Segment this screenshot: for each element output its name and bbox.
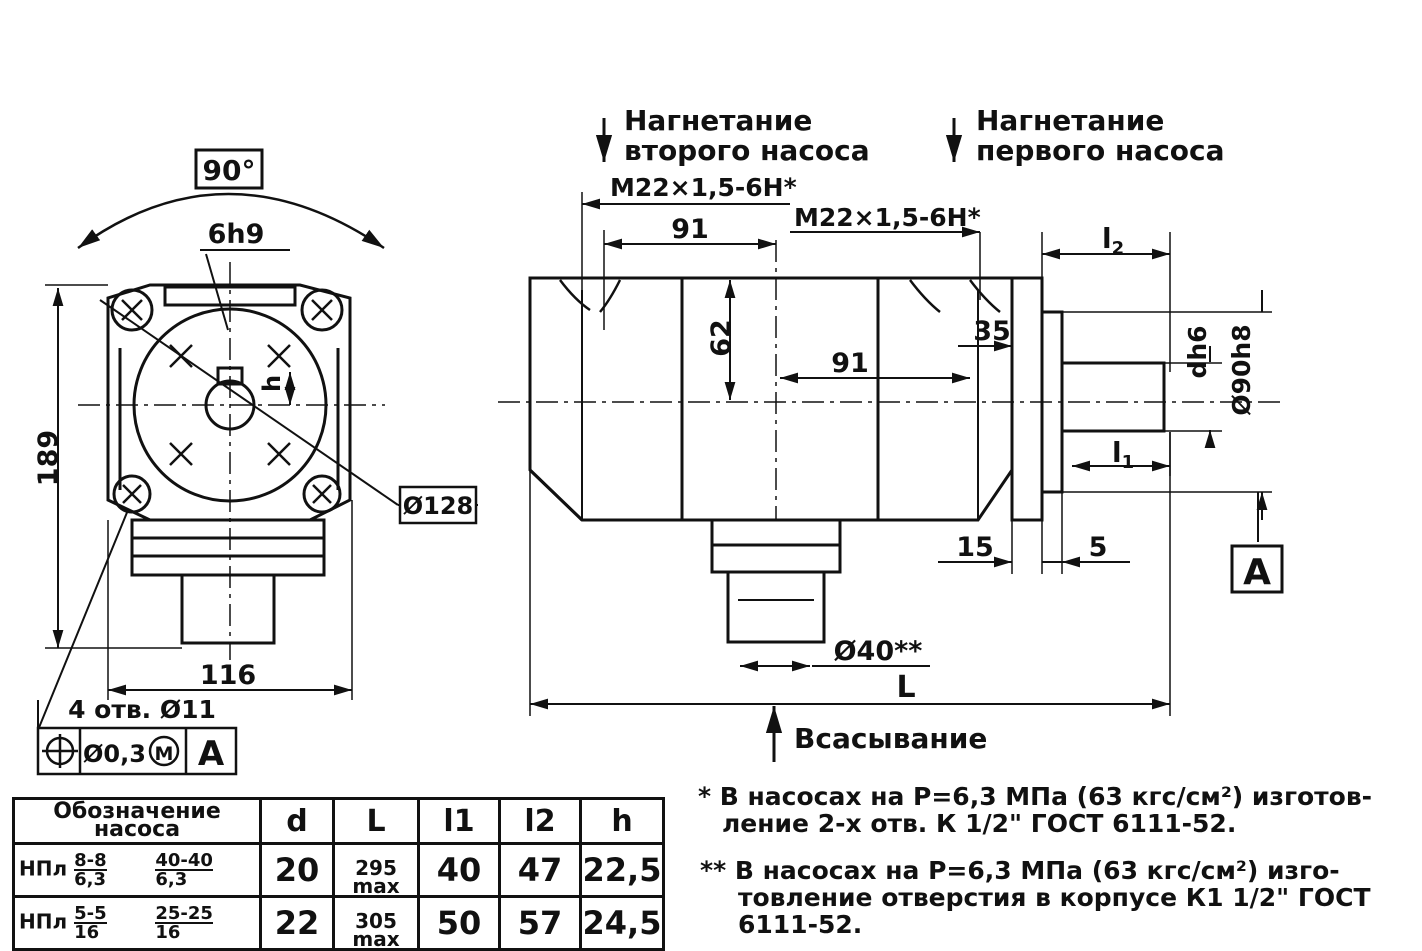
dim-d90: Ø90h8: [1227, 324, 1256, 415]
width-dimension: 116: [200, 660, 256, 691]
diameter-label: Ø128: [403, 492, 474, 520]
col-header-l2: l2: [498, 797, 582, 845]
holes-label: 4 отв. Ø11: [68, 695, 216, 724]
dim-62: 62: [706, 319, 737, 357]
suction-label: Всасывание: [794, 722, 987, 755]
cell-h: 22,5: [579, 842, 665, 898]
angle-label: 90°: [203, 154, 256, 187]
table-header-row: Обозначение насоса d L l1 l2 h: [12, 797, 665, 845]
cell-l2: 57: [498, 895, 582, 951]
pump-drawing: 90° 6h9 h 189 116 Ø128 4 отв. Ø11 Ø0,3 M…: [33, 104, 1284, 776]
dim-dh6: dh6: [1183, 325, 1212, 378]
thread-label-1: M22×1,5-6H*: [610, 173, 797, 202]
dim-l2: l2: [1102, 222, 1124, 259]
side-view-labels: Нагнетание второго насоса Нагнетание пер…: [610, 104, 1271, 755]
note-2: ** В насосах на Р=6,3 МПа (63 кгс/см²) и…: [700, 857, 1371, 938]
col-header-l1: l1: [417, 797, 501, 845]
cell-d: 22: [259, 895, 335, 951]
cell-l1: 40: [417, 842, 501, 898]
cell-l1: 50: [417, 895, 501, 951]
tolerance-modifier: M: [155, 743, 174, 765]
datum-a-label: A: [1243, 552, 1271, 593]
cell-h: 24,5: [579, 895, 665, 951]
outlet-first-label-2: первого насоса: [976, 134, 1225, 167]
note-1-line-1: * В насосах на Р=6,3 МПа (63 кгс/см²) из…: [698, 782, 1373, 811]
thread-label-2: M22×1,5-6H*: [794, 203, 981, 232]
key-height-label: h: [258, 375, 286, 392]
note-1-line-2: ление 2-х отв. К 1/2" ГОСТ 6111-52.: [722, 809, 1237, 838]
outlet-first-label-1: Нагнетание: [976, 104, 1164, 137]
dim-15: 15: [956, 532, 994, 563]
height-dimension: 189: [33, 430, 64, 486]
tolerance-datum: A: [198, 734, 225, 774]
cell-l2: 47: [498, 842, 582, 898]
outlet-second-label-1: Нагнетание: [624, 104, 812, 137]
dim-35: 35: [973, 316, 1011, 347]
dim-d40: Ø40**: [834, 636, 923, 667]
side-view: [498, 118, 1284, 762]
end-view: [36, 148, 478, 776]
dim-5: 5: [1089, 532, 1108, 563]
end-view-labels: 90° 6h9 h 189 116 Ø128 4 отв. Ø11 Ø0,3 M…: [33, 154, 473, 774]
dim-L: L: [896, 670, 915, 705]
note-1: * В насосах на Р=6,3 МПа (63 кгс/см²) из…: [698, 783, 1372, 837]
dim-91-mid: 91: [831, 348, 869, 379]
dim-91-top: 91: [671, 214, 709, 245]
outlet-second-label-2: второго насоса: [624, 134, 870, 167]
note-2-line-3: 6111-52.: [738, 910, 863, 939]
col-header-L: L: [332, 797, 420, 845]
tolerance-value: Ø0,3: [83, 740, 146, 768]
note-2-line-2: товление отверстия в корпусе К1 1/2" ГОС…: [738, 883, 1371, 912]
cell-d: 20: [259, 842, 335, 898]
col-header-designation: Обозначение насоса: [12, 797, 262, 845]
key-width-label: 6h9: [208, 219, 265, 250]
dim-l1: l1: [1112, 436, 1134, 473]
col-header-h: h: [579, 797, 665, 845]
note-2-line-1: ** В насосах на Р=6,3 МПа (63 кгс/см²) и…: [700, 856, 1340, 885]
col-header-d: d: [259, 797, 335, 845]
